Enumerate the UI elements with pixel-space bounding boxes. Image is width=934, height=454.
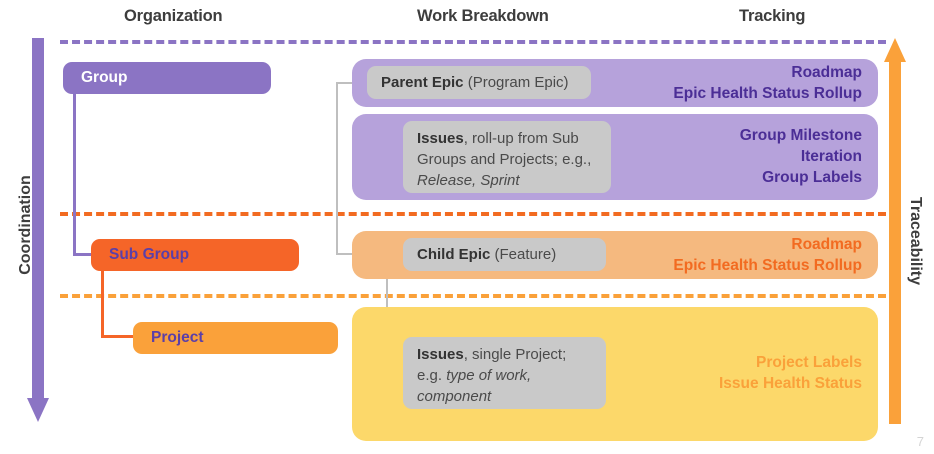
tracking-child-epic: Roadmap Epic Health Status Rollup (673, 236, 862, 274)
chip-project-issues-prefix: e.g. (417, 367, 447, 384)
chip-child-epic[interactable]: Child Epic (Feature) (403, 238, 606, 271)
coordination-arrow-down-icon (27, 38, 49, 424)
chip-group-issues-prefix: e.g., (562, 151, 592, 168)
connector-group-to-subgroup-horizontal (73, 253, 97, 256)
chip-project-issues-strong: Issues (417, 346, 464, 363)
traceability-arrow-up-icon (884, 38, 906, 424)
chip-parent-epic-rest: (Program Epic) (463, 74, 569, 91)
coordination-arrow-head (27, 398, 49, 422)
traceability-arrow-shaft (889, 62, 901, 424)
chip-group-issues-italic: Release, Sprint (417, 172, 520, 189)
chip-group-issues-rest: , roll-up from Sub Groups and Projects; (417, 130, 579, 168)
org-node-sub-group[interactable]: Sub Group (91, 239, 299, 271)
tracking-project-issues: Project Labels Issue Health Status (719, 354, 862, 392)
traceability-axis-label: Traceability (907, 196, 924, 286)
column-header-work-breakdown: Work Breakdown (417, 7, 549, 25)
chip-parent-epic-strong: Parent Epic (381, 74, 464, 91)
traceability-arrow-head (884, 38, 906, 62)
connector-subgroup-to-project-vertical (101, 262, 104, 338)
column-header-organization: Organization (124, 7, 223, 25)
chip-child-epic-strong: Child Epic (417, 246, 491, 263)
page-number: 7 (916, 434, 924, 449)
divider-middle-dashed (60, 212, 886, 216)
chip-project-issues[interactable]: Issues, single Project; e.g. type of wor… (403, 337, 606, 409)
tracking-group-issues: Group Milestone Iteration Group Labels (739, 127, 862, 186)
coordination-axis-label: Coordination (17, 175, 34, 275)
chip-project-issues-italic: type of work, component (417, 367, 532, 405)
chip-group-issues[interactable]: Issues, roll-up from Sub Groups and Proj… (403, 121, 611, 193)
connector-subgroup-to-project-horizontal (101, 335, 139, 338)
column-header-tracking: Tracking (739, 7, 806, 25)
divider-bottom-dashed (60, 294, 886, 298)
connector-parent-to-child-epic-vertical (336, 82, 338, 255)
chip-parent-epic[interactable]: Parent Epic (Program Epic) (367, 66, 591, 99)
chip-group-issues-strong: Issues (417, 130, 464, 147)
org-node-group[interactable]: Group (63, 62, 271, 94)
org-node-project[interactable]: Project (133, 322, 338, 354)
chip-project-issues-rest: , single Project; (463, 346, 567, 363)
tracking-parent-epic: Roadmap Epic Health Status Rollup (673, 64, 862, 102)
divider-top-dashed (60, 40, 886, 44)
connector-group-to-subgroup-vertical (73, 80, 76, 255)
chip-child-epic-rest: (Feature) (490, 246, 557, 263)
coordination-arrow-shaft (32, 38, 44, 400)
